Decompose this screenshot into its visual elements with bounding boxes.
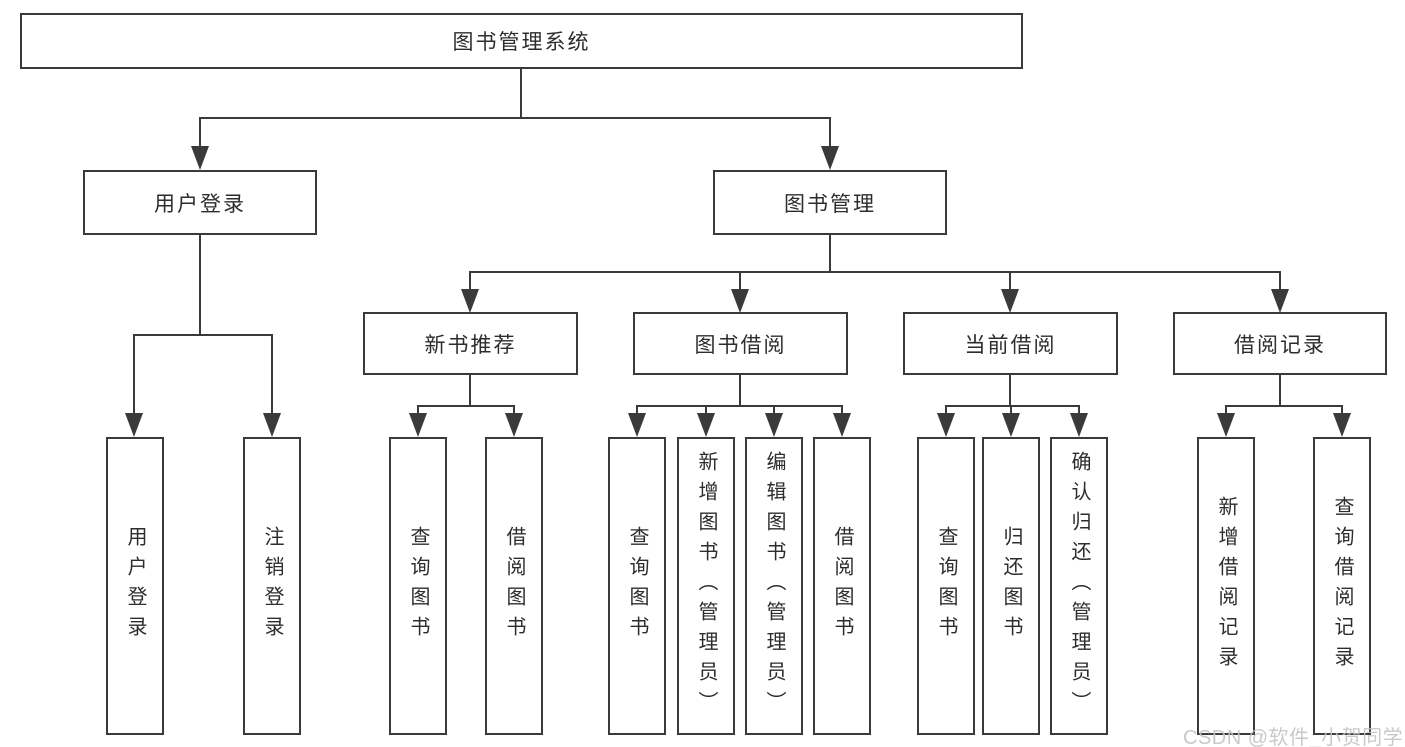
leaf-query-borrow-record-label: 查询借阅记录	[1331, 496, 1353, 676]
connector-line	[198, 117, 202, 149]
arrowhead-icon	[461, 289, 479, 313]
node-book-management: 图书管理	[713, 170, 947, 235]
arrowhead-icon	[125, 413, 143, 437]
arrowhead-icon	[1217, 413, 1235, 437]
leaf-edit-books-admin-label: 编辑图书（管理员）	[763, 451, 785, 721]
arrowhead-icon	[765, 413, 783, 437]
connector-line	[944, 405, 948, 417]
node-library-system: 图书管理系统	[20, 13, 1023, 69]
connector-line	[1224, 405, 1228, 417]
arrowhead-icon	[731, 289, 749, 313]
node-book-borrow: 图书借阅	[633, 312, 848, 375]
node-current-borrow: 当前借阅	[903, 312, 1118, 375]
connector-line	[946, 404, 1080, 408]
connector-line	[1008, 271, 1012, 292]
leaf-add-borrow-record-label: 新增借阅记录	[1215, 496, 1237, 676]
leaf-logout-label: 注销登录	[261, 526, 283, 646]
node-borrow-records-label: 借阅记录	[1234, 333, 1326, 357]
node-user-login: 用户登录	[83, 170, 317, 235]
node-library-system-label: 图书管理系统	[452, 31, 591, 54]
node-new-book-recommend: 新书推荐	[363, 312, 578, 375]
connector-line	[1077, 405, 1081, 417]
connector-line	[828, 235, 832, 273]
connector-line	[512, 405, 516, 417]
arrowhead-icon	[1002, 413, 1020, 437]
connector-line	[738, 271, 742, 292]
leaf-return-books-label: 归还图书	[1000, 526, 1022, 646]
leaf-query-borrow-record: 查询借阅记录	[1313, 437, 1371, 735]
arrowhead-icon	[697, 413, 715, 437]
leaf-add-borrow-record: 新增借阅记录	[1197, 437, 1255, 735]
connector-line	[132, 334, 136, 416]
leaf-query-books-borrow-label: 查询图书	[626, 526, 648, 646]
leaf-borrow-books-recommend-label: 借阅图书	[503, 526, 525, 646]
watermark: CSDN @软件_小贺同学	[1183, 727, 1404, 747]
leaf-query-books-current-label: 查询图书	[935, 526, 957, 646]
connector-line	[1008, 375, 1012, 407]
node-new-book-recommend-label: 新书推荐	[424, 333, 517, 357]
leaf-confirm-return-admin-label: 确认归还（管理员）	[1068, 451, 1090, 721]
connector-line	[1340, 405, 1344, 417]
leaf-user-login-label: 用户登录	[124, 526, 146, 646]
leaf-borrow-books: 借阅图书	[813, 437, 871, 735]
connector-line	[738, 375, 742, 407]
arrowhead-icon	[833, 413, 851, 437]
connector-line	[1278, 375, 1282, 407]
connector-line	[270, 334, 274, 416]
arrowhead-icon	[1333, 413, 1351, 437]
arrowhead-icon	[191, 146, 209, 170]
node-book-borrow-label: 图书借阅	[694, 333, 787, 357]
connector-line	[704, 405, 708, 417]
connector-line	[637, 404, 842, 408]
leaf-borrow-books-label: 借阅图书	[831, 526, 853, 646]
arrowhead-icon	[505, 413, 523, 437]
leaf-query-books-current: 查询图书	[917, 437, 975, 735]
leaf-query-books-recommend-label: 查询图书	[407, 526, 429, 646]
node-user-login-label: 用户登录	[154, 192, 246, 216]
connector-line	[1226, 404, 1342, 408]
leaf-logout: 注销登录	[243, 437, 301, 735]
connector-line	[468, 271, 472, 292]
arrowhead-icon	[628, 413, 646, 437]
connector-line	[840, 405, 844, 417]
arrowhead-icon	[1271, 289, 1289, 313]
connector-line	[418, 404, 514, 408]
connector-line	[1009, 405, 1013, 417]
arrowhead-icon	[263, 413, 281, 437]
connector-line	[1278, 271, 1282, 292]
connector-line	[772, 405, 776, 417]
node-borrow-records: 借阅记录	[1173, 312, 1387, 375]
connector-line	[416, 405, 420, 417]
connector-line	[635, 405, 639, 417]
node-book-management-label: 图书管理	[784, 192, 876, 216]
leaf-borrow-books-recommend: 借阅图书	[485, 437, 543, 735]
leaf-query-books-recommend: 查询图书	[389, 437, 447, 735]
connector-line	[468, 375, 472, 407]
arrowhead-icon	[937, 413, 955, 437]
leaf-query-books-borrow: 查询图书	[608, 437, 666, 735]
arrowhead-icon	[1070, 413, 1088, 437]
arrowhead-icon	[821, 146, 839, 170]
arrowhead-icon	[409, 413, 427, 437]
connector-line	[519, 69, 523, 119]
leaf-return-books: 归还图书	[982, 437, 1040, 735]
leaf-add-books-admin-label: 新增图书（管理员）	[695, 451, 717, 721]
connector-line	[470, 270, 1280, 274]
connector-line	[828, 117, 832, 149]
connector-line	[199, 116, 831, 120]
leaf-user-login: 用户登录	[106, 437, 164, 735]
arrowhead-icon	[1001, 289, 1019, 313]
node-current-borrow-label: 当前借阅	[964, 333, 1057, 357]
connector-line	[198, 235, 202, 336]
leaf-add-books-admin: 新增图书（管理员）	[677, 437, 735, 735]
leaf-edit-books-admin: 编辑图书（管理员）	[745, 437, 803, 735]
leaf-confirm-return-admin: 确认归还（管理员）	[1050, 437, 1108, 735]
connector-line	[134, 333, 272, 337]
